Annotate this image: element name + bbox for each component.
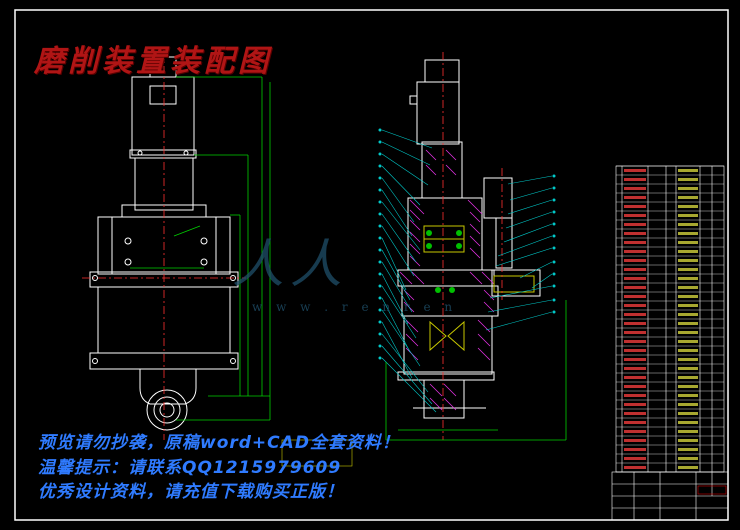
- table-cell-mark: [624, 277, 646, 280]
- table-cell-mark: [678, 340, 698, 343]
- table-cell-mark: [624, 403, 646, 406]
- table-cell-mark: [624, 268, 646, 271]
- table-cell-mark: [624, 376, 646, 379]
- table-cell-mark: [624, 448, 646, 451]
- bearing-balls: [426, 230, 462, 293]
- table-cell-mark: [678, 268, 698, 271]
- table-cell-mark: [624, 223, 646, 226]
- table-cell-mark: [624, 214, 646, 217]
- table-cell-mark: [624, 331, 646, 334]
- table-cell-mark: [624, 385, 646, 388]
- drawing-border: [14, 9, 729, 521]
- table-cell-mark: [678, 178, 698, 181]
- table-cell-mark: [624, 295, 646, 298]
- table-cell-mark: [678, 466, 698, 469]
- table-cell-mark: [678, 313, 698, 316]
- table-cell-mark: [624, 358, 646, 361]
- table-cell-mark: [624, 259, 646, 262]
- table-cell-mark: [678, 439, 698, 442]
- leader-lines: [381, 129, 553, 413]
- table-cell-mark: [624, 250, 646, 253]
- center-lines-right: [442, 52, 503, 440]
- table-cell-mark: [678, 214, 698, 217]
- table-cell-mark: [678, 376, 698, 379]
- table-cell-mark: [624, 367, 646, 370]
- table-cell-mark: [624, 412, 646, 415]
- table-cell-mark: [678, 223, 698, 226]
- table-cell-mark: [624, 340, 646, 343]
- table-cell-mark: [678, 367, 698, 370]
- table-cell-mark: [678, 187, 698, 190]
- table-cell-mark: [624, 322, 646, 325]
- table-cell-mark: [678, 349, 698, 352]
- table-cell-mark: [678, 385, 698, 388]
- table-cell-mark: [678, 250, 698, 253]
- table-cell-mark: [624, 286, 646, 289]
- table-cell-mark: [678, 322, 698, 325]
- table-cell-mark: [678, 286, 698, 289]
- watermark-url: w w w . r e n r e n: [252, 300, 458, 314]
- technical-notes-box: [281, 439, 353, 467]
- table-cell-mark: [678, 295, 698, 298]
- table-cell-mark: [678, 259, 698, 262]
- table-cell-mark: [624, 349, 646, 352]
- table-cell-mark: [678, 205, 698, 208]
- drawing-title: 磨削装置装配图: [34, 44, 272, 79]
- table-cell-mark: [678, 304, 698, 307]
- table-cell-mark: [624, 430, 646, 433]
- table-cell-mark: [624, 178, 646, 181]
- center-lines-left: [82, 50, 246, 440]
- table-cell-mark: [624, 304, 646, 307]
- table-cell-mark: [678, 412, 698, 415]
- table-cell-mark: [678, 430, 698, 433]
- table-cell-mark: [678, 403, 698, 406]
- table-cell-mark: [678, 448, 698, 451]
- parts-list-rows: [616, 165, 724, 473]
- table-cell-mark: [624, 196, 646, 199]
- table-cell-mark: [624, 421, 646, 424]
- table-cell-mark: [624, 313, 646, 316]
- table-cell-mark: [678, 232, 698, 235]
- title-block: [611, 471, 729, 521]
- table-cell-mark: [678, 394, 698, 397]
- leader-balloons: [378, 128, 556, 360]
- preview-note: 预览请勿抄袭，原稿word+CAD全套资料！: [38, 433, 400, 453]
- table-cell-mark: [678, 196, 698, 199]
- table-cell-mark: [624, 457, 646, 460]
- table-cell-mark: [624, 232, 646, 235]
- contact-note: 温馨提示：请联系QQ1215979609: [38, 458, 342, 478]
- table-cell-mark: [678, 241, 698, 244]
- gear-parts: [423, 225, 535, 352]
- table-cell-mark: [624, 394, 646, 397]
- section-hatching: [399, 149, 495, 411]
- table-cell-mark: [678, 457, 698, 460]
- table-cell-mark: [678, 277, 698, 280]
- table-cell-mark: [678, 358, 698, 361]
- table-cell-mark: [624, 187, 646, 190]
- table-cell-mark: [624, 169, 646, 172]
- section-view: [397, 59, 541, 419]
- table-cell-mark: [678, 421, 698, 424]
- table-cell-mark: [624, 466, 646, 469]
- purchase-note: 优秀设计资料，请充值下载购买正版！: [38, 482, 344, 502]
- dimensions-left: [130, 76, 271, 421]
- table-cell-mark: [678, 169, 698, 172]
- table-cell-mark: [624, 241, 646, 244]
- dimensions-right: [385, 300, 567, 441]
- table-cell-mark: [624, 205, 646, 208]
- table-cell-mark: [624, 439, 646, 442]
- table-cell-mark: [678, 331, 698, 334]
- parts-list-entries: [624, 169, 698, 469]
- watermark-logo: 人人: [232, 235, 349, 295]
